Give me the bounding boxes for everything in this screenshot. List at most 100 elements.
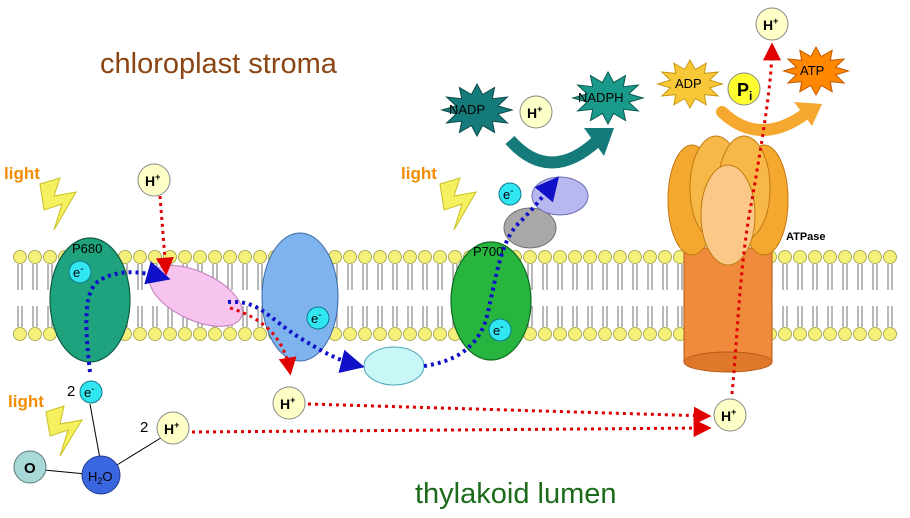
lipid-head [868,327,882,341]
lightning-bolt-icon [439,177,477,231]
lipid-head [583,327,597,341]
lipid-head [13,250,27,264]
lipid-head [793,250,807,264]
proton-symbol: H [721,408,731,424]
svg-text:H2O: H2O [88,469,113,486]
atp-label: ATP [800,63,824,78]
electron-symbol: e [503,187,510,202]
svg-text:H+: H+ [763,16,778,33]
plastocyanin [363,346,425,386]
lipid-head [523,250,537,264]
electron-symbol: e [84,385,91,400]
lipid-head [178,250,192,264]
lipid-head [208,250,222,264]
photosystem-i [450,241,532,361]
lipid-head [538,250,552,264]
water-h: H [88,469,97,484]
proton-circle: H+ [272,386,306,420]
nadph-formation-arrow [505,135,603,169]
lipid-head [658,250,672,264]
proton-circle: H+ [713,398,747,432]
proton-symbol: H [164,421,174,437]
water-o: O [102,469,112,484]
lipid-head [853,250,867,264]
electron-path [84,176,560,373]
lipid-head [193,327,207,341]
svg-text:e-: e- [493,322,504,338]
lipid-head [598,250,612,264]
lipid-head [778,250,792,264]
electron-circle: e- [498,182,522,206]
lipid-head [238,327,252,341]
lipid-head [613,250,627,264]
lipid-head [28,327,42,341]
lipid-head [133,327,147,341]
electron-charge: - [80,264,83,275]
lipid-head [418,327,432,341]
lipid-head [628,250,642,264]
lipid-head [178,327,192,341]
lipid-head [448,250,462,264]
lipid-head [838,327,852,341]
lipid-head [823,327,837,341]
electron-charge: - [510,186,513,197]
lipid-head [193,250,207,264]
proton-circle: H+ [137,163,171,197]
lipid-head [13,327,27,341]
proton-charge: + [155,172,160,182]
lipid-head [403,327,417,341]
lipid-head [553,250,567,264]
lipid-head [358,327,372,341]
svg-text:e-: e- [311,310,322,326]
adp-label: ADP [675,76,702,91]
lipid-head [613,327,627,341]
lipid-head [643,250,657,264]
water-circle: H2O [81,455,121,495]
lipid-head [808,327,822,341]
proton-charge: + [773,16,778,26]
lipid-head [403,250,417,264]
fnr-protein [503,207,557,249]
phosphate-circle: Pi [727,72,761,106]
lipid-head [823,250,837,264]
lipid-head [148,327,162,341]
p680-label: P680 [72,241,102,256]
nadph-label: NADPH [578,90,624,105]
lipid-head [163,327,177,341]
svg-text:H+: H+ [145,172,160,189]
lipid-head [388,250,402,264]
proton-path [155,42,781,438]
electron-symbol: e [493,323,500,338]
lipid-head [343,327,357,341]
electron-charge: - [500,322,503,333]
lipid-head [133,250,147,264]
light-label-psi: light [401,164,437,183]
lipid-head [253,250,267,264]
light-label-psii: light [4,164,40,183]
nadp-starburst: NADP [440,82,514,138]
two-protons-coefficient: 2 [140,419,148,436]
proton-charge: + [731,407,736,417]
lipid-head [373,327,387,341]
proton-symbol: H [280,396,290,412]
proton-charge: + [537,104,542,114]
lightning-bolt-icon [45,405,84,457]
proton-circle: H+ [755,7,789,41]
lightning-bolt-icon [39,177,77,231]
svg-text:H+: H+ [280,395,295,412]
lipid-head [253,327,267,341]
cytochrome-b6f [261,232,339,362]
pi-sub: i [749,89,752,103]
svg-text:e-: e- [73,264,84,280]
lipid-head [388,327,402,341]
lipid-head [568,327,582,341]
lipid-head [598,327,612,341]
light-label-water: light [8,392,44,411]
lipid-head [43,250,57,264]
electron-charge: - [91,384,94,395]
ferredoxin [531,176,589,216]
lipid-head [553,327,567,341]
lipid-head [658,327,672,341]
lipid-head [643,327,657,341]
